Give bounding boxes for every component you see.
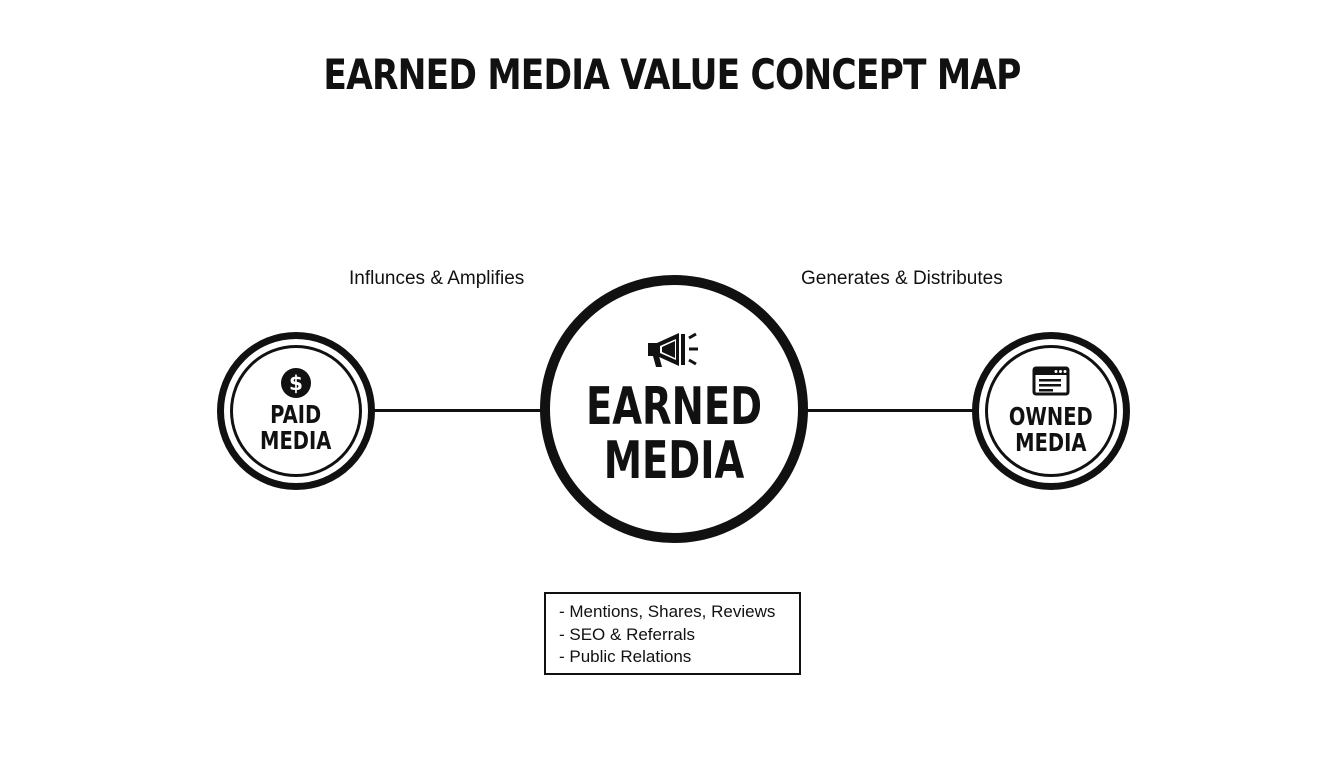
megaphone-icon — [646, 330, 702, 375]
node-inner-ring — [230, 345, 362, 477]
node-inner-ring — [985, 345, 1117, 477]
browser-window-icon — [1032, 366, 1070, 401]
node-label-line: OWNED — [1009, 401, 1093, 431]
details-item: - SEO & Referrals — [559, 624, 696, 644]
node-label: PAID MEDIA — [260, 399, 332, 455]
node-label-line: PAID — [270, 399, 322, 429]
details-item: - Public Relations — [559, 647, 692, 666]
edge-label-left: Influnces & Amplifies — [349, 268, 525, 289]
node-owned-media: OWNED MEDIA — [972, 332, 1130, 490]
diagram-title: EARNED MEDIA VALUE CONCEPT MAP — [323, 50, 1021, 99]
dollar-icon: $ — [281, 367, 311, 398]
connector-earned-owned — [804, 409, 976, 412]
details-item: - Mentions, Shares, Reviews — [559, 602, 776, 621]
node-earned-media: EARNED MEDIA — [540, 275, 808, 543]
node-label-line: MEDIA — [1015, 428, 1087, 457]
earned-media-details-box: - Mentions, Shares, Reviews - SEO & Refe… — [544, 592, 801, 675]
node-label-line: MEDIA — [260, 426, 332, 455]
node-label-line: EARNED — [585, 377, 763, 438]
node-paid-media: $ PAID MEDIA — [217, 332, 375, 490]
edge-label-right: Generates & Distributes — [801, 268, 1003, 289]
node-label-line: MEDIA — [603, 430, 745, 491]
connector-paid-earned — [372, 409, 544, 412]
node-label: EARNED MEDIA — [586, 381, 762, 487]
node-label: OWNED MEDIA — [1009, 401, 1093, 457]
